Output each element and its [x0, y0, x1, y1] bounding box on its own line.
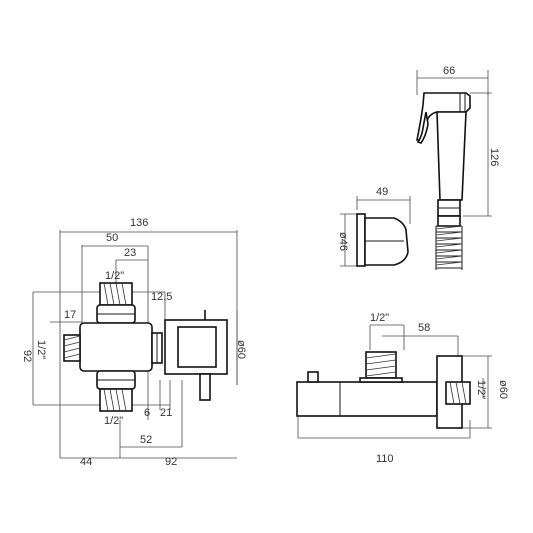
dim-44: 44 [80, 456, 92, 468]
side-view: 1/2" 58 1/2" ø60 110 [296, 312, 509, 465]
side-dim-thread-top: 1/2" [370, 312, 389, 324]
handset-dim-66: 66 [443, 65, 455, 77]
side-dim-58: 58 [418, 322, 430, 334]
dim-thread-bottom: 1/2" [104, 415, 123, 427]
dim-thread-top: 1/2" [105, 270, 124, 282]
holder-dim-46: ø46 [337, 232, 349, 251]
dim-52: 52 [140, 434, 152, 446]
dim-21: 21 [160, 407, 172, 419]
dim-17: 17 [64, 309, 76, 321]
dim-12-5: 12,5 [151, 291, 172, 303]
dim-6: 6 [144, 407, 150, 419]
side-dim-110: 110 [376, 453, 394, 465]
dim-thread-side: 1/2" [35, 340, 47, 359]
dim-92-vertical: 92 [21, 350, 33, 362]
dim-23: 23 [124, 247, 136, 259]
dim-136: 136 [130, 217, 148, 229]
side-dim-thread-side: 1/2" [475, 380, 487, 399]
handset-view: 66 126 [416, 65, 500, 270]
dim-diameter-60: ø60 [235, 340, 247, 359]
dim-92-horizontal: 92 [165, 456, 177, 468]
handset-dim-126: 126 [488, 148, 500, 166]
side-dim-diameter-60: ø60 [497, 380, 509, 399]
holder-view: 49 ø46 [337, 186, 411, 267]
front-view: 136 50 23 1/2" 12,5 17 92 1/2" ø60 6 21 … [21, 217, 247, 468]
holder-dim-49: 49 [376, 186, 388, 198]
dim-50: 50 [106, 232, 118, 244]
